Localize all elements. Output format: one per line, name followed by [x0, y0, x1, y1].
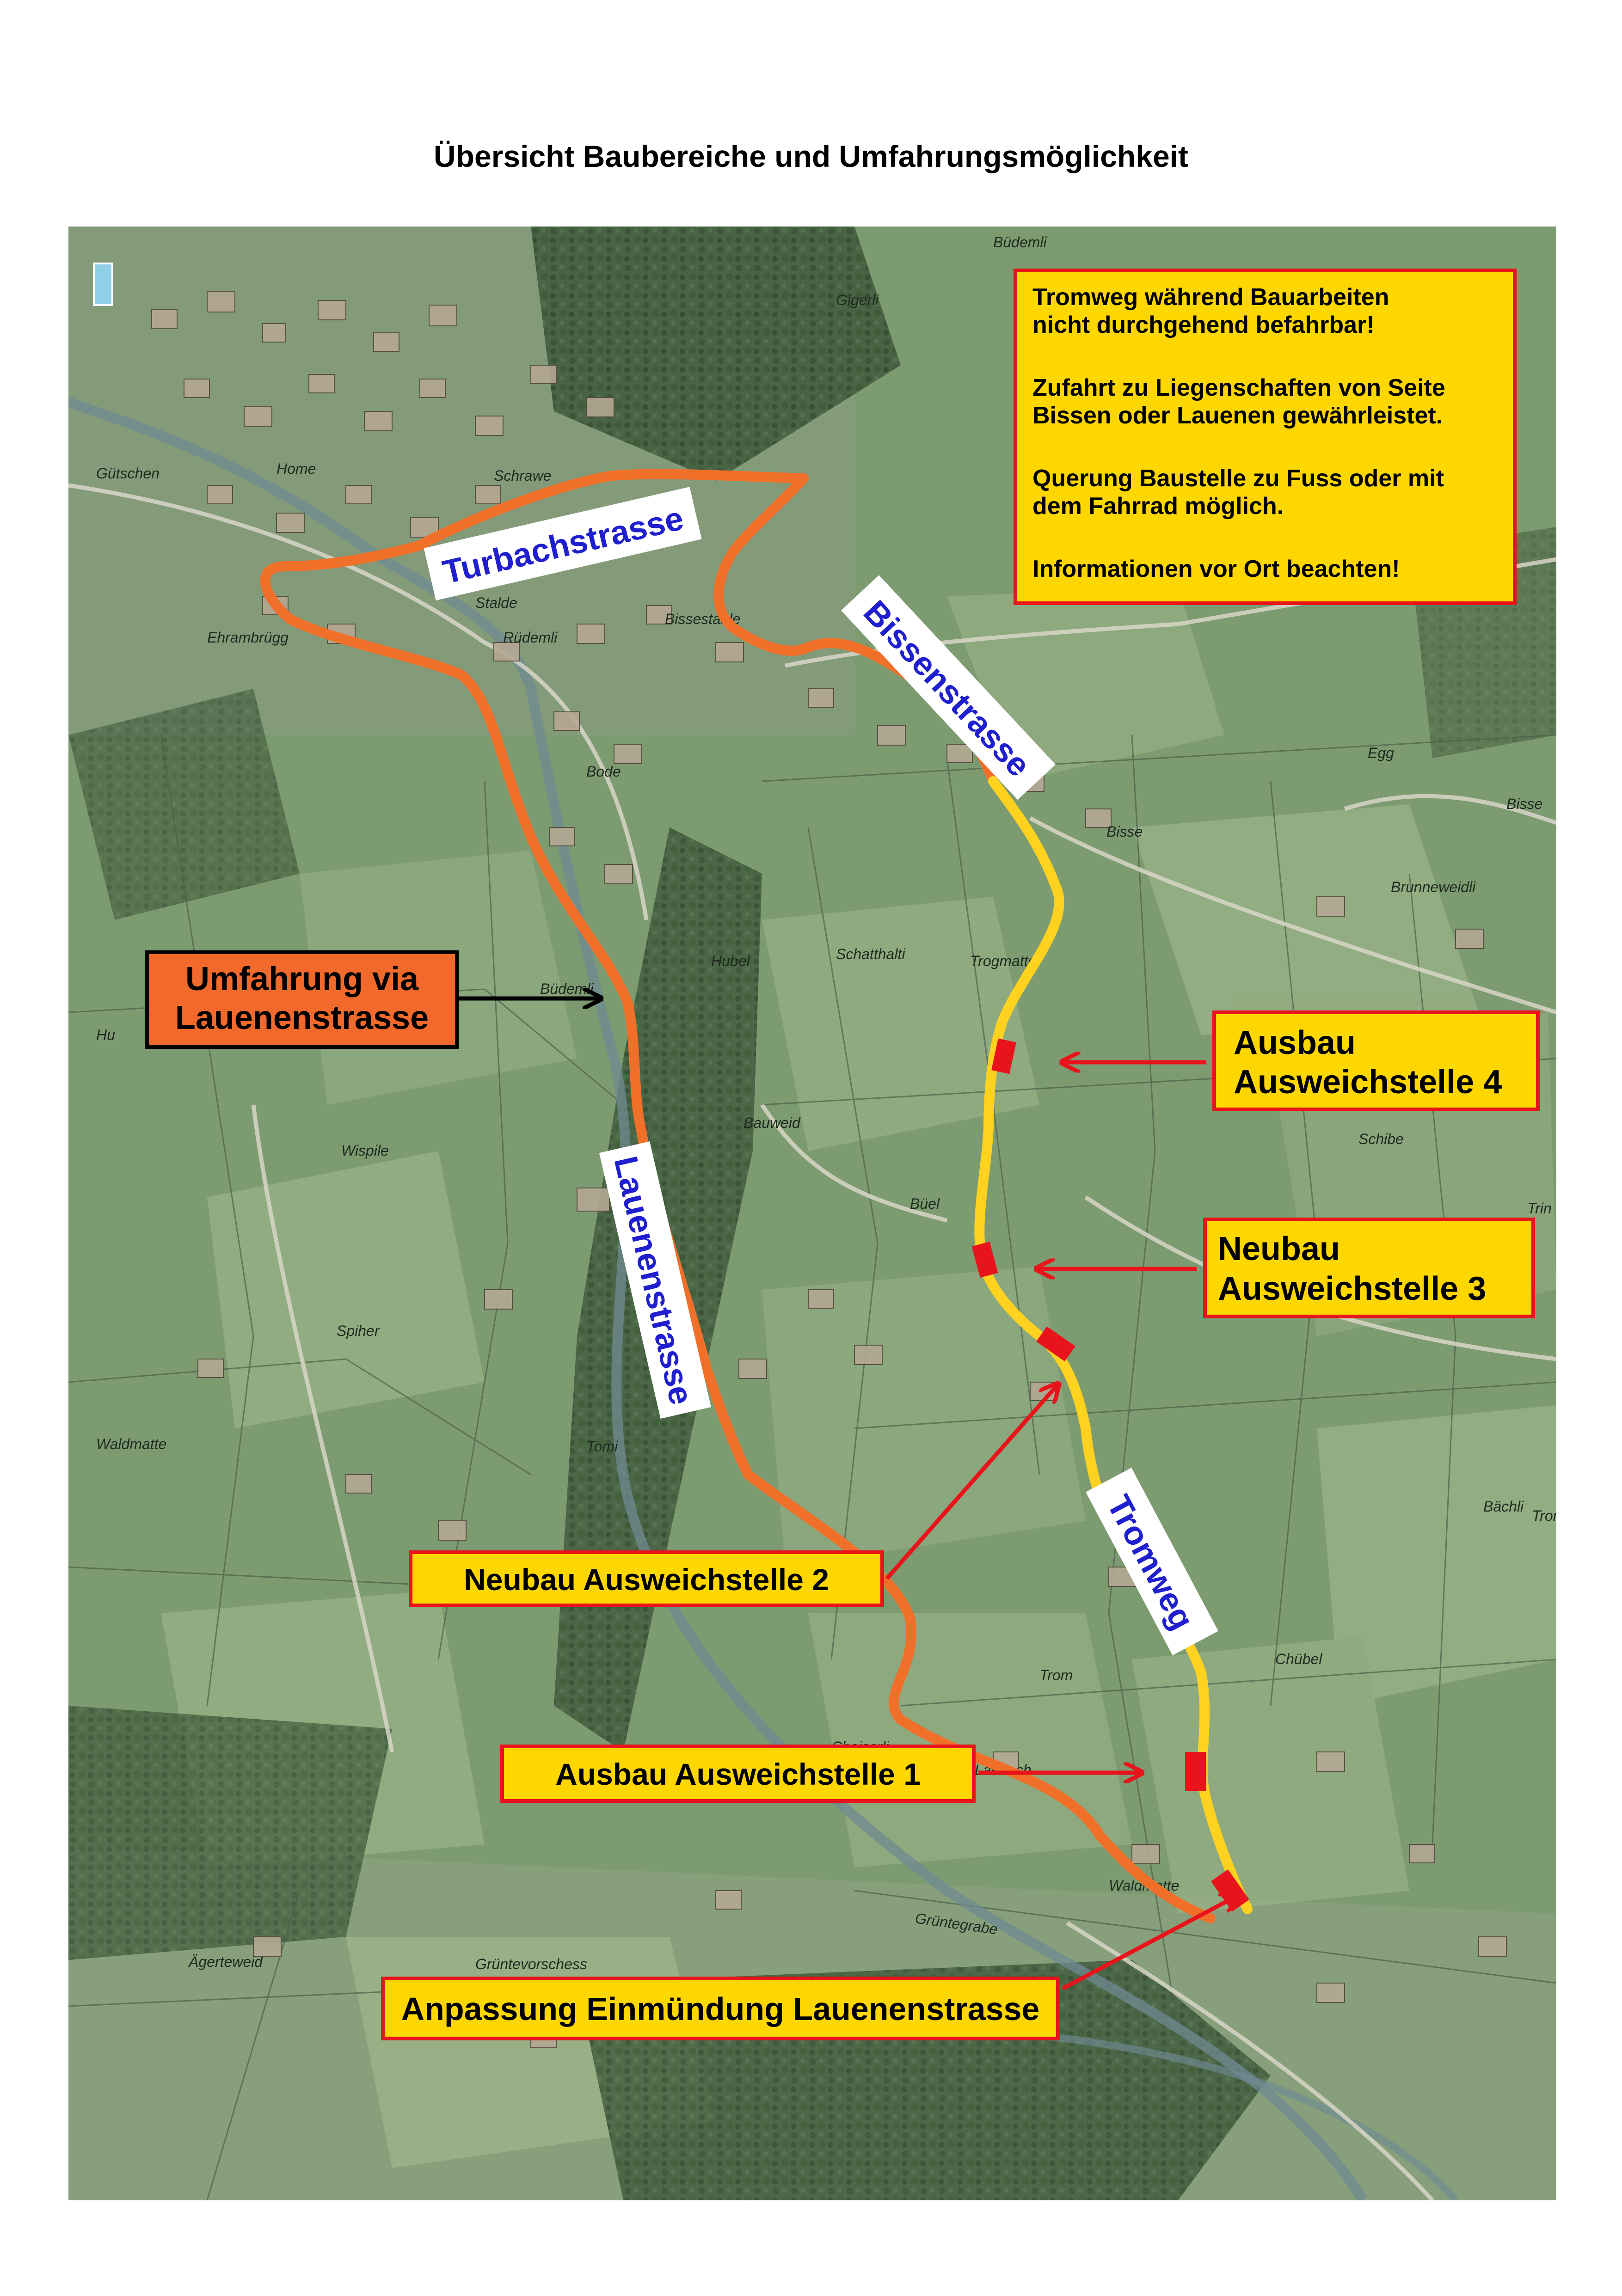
callout-junction: Anpassung Einmündung Lauenenstrasse — [381, 1895, 1238, 2040]
map[interactable]: Büdemli Gigerli Gütschen Home Schrawe St… — [68, 227, 1556, 2200]
callout-detour: Umfahrung via Lauenenstrasse — [145, 950, 600, 1049]
svg-text:nicht durchgehend befahrbar!: nicht durchgehend befahrbar! — [1032, 312, 1375, 338]
place-gruntevorsess: Grüntevorschess — [475, 1956, 587, 1972]
place-gigerli: Gigerli — [836, 292, 879, 308]
site-marker-4 — [991, 1038, 1016, 1074]
callout-site-1-text: Ausbau Ausweichstelle 1 — [555, 1757, 921, 1791]
place-bode: Bode — [586, 763, 621, 780]
info-line-8: dem Fahrrad möglich. — [1032, 493, 1284, 520]
tromweg-route — [974, 776, 1253, 1914]
place-trom: Trom — [1039, 1667, 1073, 1684]
place-brunneweidli: Brunneweidli — [1391, 879, 1476, 895]
place-trom-right: Trom — [1532, 1507, 1556, 1524]
place-rudemli: Rüdemli — [503, 629, 558, 646]
svg-text:Informationen vor Ort beachten: Informationen vor Ort beachten! — [1032, 556, 1400, 582]
place-agerteweid: Ägerteweid — [188, 1953, 263, 1970]
place-gutschen: Gütschen — [96, 465, 160, 482]
info-line-2: nicht durchgehend befahrbar! — [1032, 312, 1375, 338]
place-trin: Trin — [1527, 1200, 1552, 1217]
info-line-7: Querung Baustelle zu Fuss oder mit — [1032, 465, 1444, 492]
place-tomi: Tomi — [586, 1438, 618, 1455]
place-ehrambrugg: Ehrambrügg — [207, 629, 289, 646]
place-egg: Egg — [1368, 745, 1394, 761]
place-hu: Hu — [96, 1027, 115, 1043]
callout-site-4-line-2: Ausweichstelle 4 — [1234, 1064, 1502, 1101]
site-marker-3 — [971, 1242, 998, 1278]
callout-site-2-text: Neubau Ausweichstelle 2 — [464, 1562, 829, 1597]
place-budemli-top: Büdemli — [993, 234, 1047, 251]
place-hubel: Hubel — [711, 953, 750, 969]
place-wispile: Wispile — [341, 1142, 389, 1159]
callout-site-4-line-1: Ausbau — [1234, 1024, 1356, 1061]
site-marker-2 — [1036, 1326, 1075, 1362]
callout-site-3: Neubau Ausweichstelle 3 — [1037, 1218, 1535, 1318]
place-trogmatte: Trogmatte — [970, 953, 1036, 969]
place-bisse: Bisse — [1106, 823, 1143, 840]
place-spiher: Spiher — [337, 1322, 380, 1339]
place-waldmatte-left: Waldmatte — [96, 1436, 166, 1452]
place-schibe: Schibe — [1358, 1131, 1404, 1147]
callout-junction-text: Anpassung Einmündung Lauenenstrasse — [401, 1991, 1040, 2027]
callout-site-1: Ausbau Ausweichstelle 1 — [500, 1745, 1141, 1803]
info-line-10: Informationen vor Ort beachten! — [1032, 556, 1400, 582]
place-bauweid: Bauweid — [743, 1114, 801, 1131]
svg-text:Bissen oder Lauenen gewährleis: Bissen oder Lauenen gewährleistet. — [1032, 402, 1443, 429]
callout-detour-line-2: Lauenenstrasse — [175, 999, 429, 1036]
callout-site-2: Neubau Ausweichstelle 2 — [409, 1384, 1058, 1607]
callout-site-4: Ausbau Ausweichstelle 4 — [1063, 1010, 1540, 1111]
info-line-4: Zufahrt zu Liegenschaften von Seite — [1032, 374, 1445, 401]
place-home: Home — [276, 460, 316, 477]
place-bisse-right: Bisse — [1506, 796, 1542, 812]
info-box: Tromweg während Bauarbeiten nicht durchg… — [1014, 269, 1517, 605]
svg-text:Querung Baustelle zu Fuss oder: Querung Baustelle zu Fuss oder mit — [1032, 465, 1444, 492]
svg-text:dem Fahrrad möglich.: dem Fahrrad möglich. — [1032, 493, 1284, 520]
callout-site-3-line-2: Ausweichstelle 3 — [1218, 1270, 1486, 1307]
place-budemli-mid: Büdemli — [540, 980, 594, 997]
place-bachli: Bächli — [1483, 1498, 1524, 1515]
svg-text:Zufahrt zu Liegenschaften von: Zufahrt zu Liegenschaften von Seite — [1032, 374, 1445, 401]
info-line-5: Bissen oder Lauenen gewährleistet. — [1032, 402, 1443, 429]
site-markers — [971, 1038, 1249, 1912]
info-line-1: Tromweg während Bauarbeiten — [1032, 284, 1389, 311]
place-schatthalti: Schatthalti — [836, 946, 905, 962]
place-stalde: Stalde — [475, 594, 517, 611]
page-title: Übersicht Baubereiche und Umfahrungsmögl… — [434, 139, 1188, 173]
place-schrawe: Schrawe — [494, 467, 552, 484]
place-chubel: Chübel — [1275, 1651, 1322, 1667]
site-marker-1 — [1185, 1752, 1206, 1791]
callout-site-3-line-1: Neubau — [1218, 1231, 1340, 1267]
place-buel: Büel — [910, 1195, 940, 1212]
callout-detour-line-1: Umfahrung via — [185, 961, 419, 998]
svg-text:Tromweg während Bauarbeiten: Tromweg während Bauarbeiten — [1032, 284, 1389, 311]
